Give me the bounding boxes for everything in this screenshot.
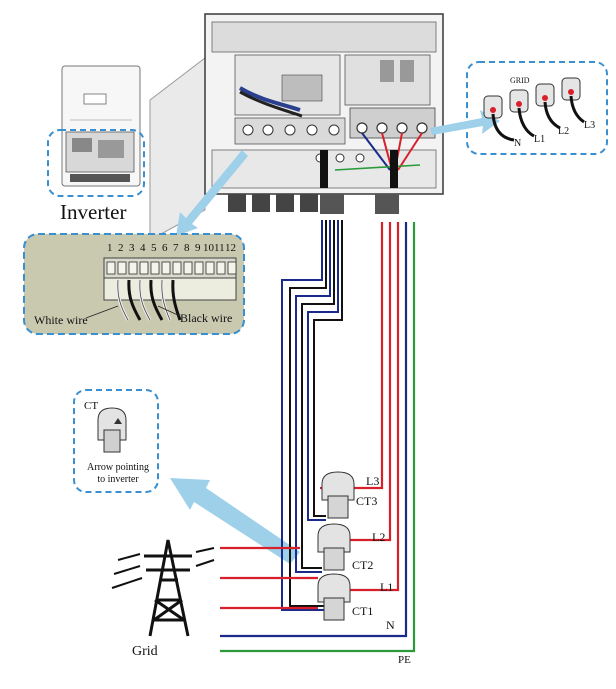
terminal-number-4: 4 <box>140 242 146 254</box>
terminal-pin-4 <box>139 261 149 275</box>
terminal-number-11: 11 <box>214 242 225 254</box>
line-l1-label: L1 <box>380 580 394 594</box>
grid-terminal-block <box>483 77 585 142</box>
terminal-pin-11 <box>216 261 226 275</box>
ct-note-line-2: to inverter <box>97 474 139 485</box>
ct-clamp-illustration <box>97 407 127 453</box>
terminal-number-8: 8 <box>184 242 190 254</box>
terminal-number-5: 5 <box>151 242 157 254</box>
black-wire-label: Black wire <box>180 311 233 325</box>
terminal-pin-8 <box>183 261 193 275</box>
line-pe-label: PE <box>398 654 411 666</box>
line-l2-label: L2 <box>372 530 386 544</box>
inverter-label: Inverter <box>60 200 127 224</box>
terminal-number-3: 3 <box>129 242 135 254</box>
terminal-number-7: 7 <box>173 242 179 254</box>
white-wire-label: White wire <box>34 313 88 327</box>
terminal-number-6: 6 <box>162 242 168 254</box>
inverter-thumbnail <box>61 65 141 187</box>
ct1-label: CT1 <box>352 604 374 618</box>
ct-callout-note: Arrow pointing to inverter <box>78 462 158 486</box>
grid-tower-icon <box>111 539 215 637</box>
grid-box-l2: L2 <box>558 126 570 137</box>
signal-cables <box>281 220 343 611</box>
grid-box-l3: L3 <box>584 120 596 131</box>
terminal-number-9: 9 <box>195 242 201 254</box>
terminal-pin-7 <box>172 261 182 275</box>
terminal-wires <box>85 279 182 321</box>
terminal-pin-1 <box>106 261 116 275</box>
terminal-pin-6 <box>161 261 171 275</box>
ct-note-line-1: Arrow pointing <box>87 462 149 473</box>
ct-callout-title: CT <box>84 400 99 412</box>
grid-box-title: GRID <box>510 76 530 85</box>
terminal-pin-9 <box>194 261 204 275</box>
terminal-number-10: 10 <box>203 242 214 254</box>
ct3-label: CT3 <box>356 494 378 508</box>
ct2-clamp <box>317 523 351 571</box>
ct-callout-box <box>73 389 159 493</box>
terminal-pin-2 <box>117 261 127 275</box>
terminal-number-12: 12 <box>225 242 236 254</box>
ct3-clamp <box>321 471 355 519</box>
terminal-number-1: 1 <box>107 242 113 254</box>
grid-callout-box <box>466 61 608 155</box>
ct-pointer-arrow <box>170 478 300 564</box>
terminal-pin-3 <box>128 261 138 275</box>
terminal-pin-10 <box>205 261 215 275</box>
terminal-pins <box>106 261 237 275</box>
terminal-number-2: 2 <box>118 242 124 254</box>
grid-label: Grid <box>132 644 158 659</box>
inverter-main <box>149 13 444 241</box>
terminal-callout-arrow <box>176 150 248 236</box>
line-n-label: N <box>386 618 395 632</box>
terminal-pin-5 <box>150 261 160 275</box>
ct1-clamp <box>317 573 351 621</box>
grid-box-l1: L1 <box>534 134 546 145</box>
grid-callout-arrow <box>430 110 500 135</box>
terminal-pin-12 <box>227 261 237 275</box>
grid-box-n: N <box>514 138 522 149</box>
ct2-label: CT2 <box>352 558 374 572</box>
thumbnail-callout-box <box>47 129 145 197</box>
line-l3-label: L3 <box>366 474 380 488</box>
